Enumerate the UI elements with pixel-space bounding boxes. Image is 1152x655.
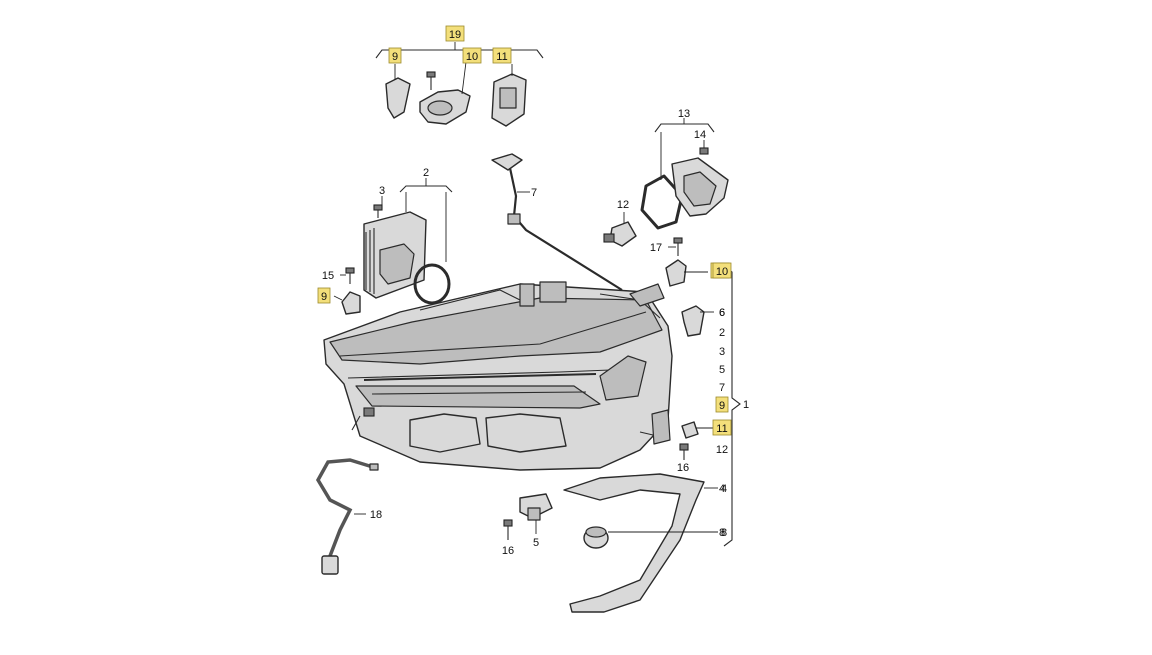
screw-part xyxy=(426,71,436,90)
assembly-item-10: 8 xyxy=(719,527,725,539)
callout-c9-top-text: 9 xyxy=(392,51,398,63)
grommet-8-part xyxy=(583,526,718,549)
assembly-1-item-list: 10 6 2 3 5 7 9 11 12 4 8 xyxy=(712,262,732,539)
assembly-item-9-text: 4 xyxy=(719,483,725,495)
callout-c5-text: 5 xyxy=(533,537,539,549)
callout-c11-top-highlight xyxy=(492,47,512,64)
callout-c7: 7 xyxy=(531,187,537,199)
assembly-1-bracket xyxy=(723,265,741,547)
callout-c10-top-highlight xyxy=(462,47,482,64)
assembly-item-7-text: 11 xyxy=(716,423,727,435)
callout-c13: 13 xyxy=(678,108,690,120)
assembly-item-7-highlight xyxy=(712,419,732,436)
assembly-item-9: 4 xyxy=(719,483,725,495)
callout-c9-left: 9 xyxy=(317,287,331,304)
assembly-item-0: 10 xyxy=(712,262,732,279)
headlight-housing-part xyxy=(323,281,673,471)
assembly-item-3: 3 xyxy=(719,346,725,358)
cap-6-part xyxy=(681,305,714,337)
screw-15-part xyxy=(340,267,355,284)
assembly-item-3-text: 3 xyxy=(719,346,725,358)
callout-c12-text: 12 xyxy=(617,199,629,211)
callout-c13-text: 13 xyxy=(678,108,690,120)
callout-c19-top: 19 xyxy=(445,25,465,42)
screw-16-right-part xyxy=(679,443,689,460)
callout-c5: 5 xyxy=(533,537,539,549)
callout-c9-top-highlight xyxy=(388,47,402,64)
callout-c11-top: 11 xyxy=(492,47,512,64)
callout-c4-text: 4 xyxy=(721,483,727,495)
callout-c8-text: 8 xyxy=(721,527,727,539)
screw-17-part xyxy=(668,237,683,256)
callout-c15-text: 15 xyxy=(322,270,334,282)
callout-c16-right: 16 xyxy=(677,462,689,474)
callout-c2-text: 2 xyxy=(423,167,429,179)
assembly-item-4: 5 xyxy=(719,364,725,376)
callout-c10-top: 10 xyxy=(462,47,482,64)
callout-c3-text: 3 xyxy=(379,185,385,197)
callout-c9-top: 9 xyxy=(388,47,402,64)
assembly-item-4-text: 5 xyxy=(719,364,725,376)
callout-c16-right-text: 16 xyxy=(677,462,689,474)
callout-c6-text: 6 xyxy=(719,307,725,319)
bracket-10-right-part xyxy=(665,259,708,287)
seal-ring-2-part xyxy=(413,263,451,305)
bracket-9-left-part xyxy=(333,291,361,315)
callout-c9-left-highlight xyxy=(317,287,331,304)
assembly-item-7: 11 xyxy=(712,419,732,436)
assembly-item-6-text: 9 xyxy=(719,400,725,412)
callout-c14: 14 xyxy=(694,129,706,141)
callout-c14-text: 14 xyxy=(694,129,706,141)
cable-18-part xyxy=(315,458,379,575)
bracket-9-part xyxy=(385,77,411,119)
callout-c1: 1 xyxy=(743,399,749,411)
bulb-12-part xyxy=(603,212,637,247)
assembly-item-8-text: 12 xyxy=(716,444,728,456)
assembly-item-1-text: 6 xyxy=(719,307,725,319)
seal-ring-part xyxy=(640,174,684,230)
clip-11-right-part xyxy=(681,421,714,439)
callout-c18: 18 xyxy=(370,509,382,521)
callout-c4: 4 xyxy=(721,483,727,495)
assembly-item-8: 12 xyxy=(716,444,728,456)
assembly-item-6-highlight xyxy=(715,396,729,413)
screw-16-bottom-part xyxy=(503,519,513,540)
callout-c19-top-text: 19 xyxy=(449,29,461,41)
repair-kit-19 xyxy=(375,42,544,127)
assembly-item-2: 2 xyxy=(719,327,725,339)
callout-c3: 3 xyxy=(379,185,385,197)
callout-c10-top-text: 10 xyxy=(466,51,478,63)
holder-5-part xyxy=(519,493,553,534)
assembly-item-0-highlight xyxy=(712,262,732,279)
callout-c1-text: 1 xyxy=(743,399,749,411)
assembly-item-10-text: 8 xyxy=(719,527,725,539)
callout-c7-text: 7 xyxy=(531,187,537,199)
trim-strip-4-part xyxy=(563,473,718,613)
assembly-item-5-text: 7 xyxy=(719,382,725,394)
callout-c11-top-text: 11 xyxy=(496,51,507,63)
assembly-item-5: 7 xyxy=(719,382,725,394)
level-sensor-7 xyxy=(491,153,623,291)
screw-3-part xyxy=(373,204,383,218)
callout-c8: 8 xyxy=(721,527,727,539)
assembly-item-6: 9 xyxy=(715,396,729,413)
assembly-item-1: 6 xyxy=(719,307,725,319)
callout-c15: 15 xyxy=(322,270,334,282)
callout-c19-top-highlight xyxy=(445,25,465,42)
cover-cap-group-13 xyxy=(640,118,729,230)
callout-c18-text: 18 xyxy=(370,509,382,521)
callout-c12: 12 xyxy=(617,199,629,211)
control-module-group-2 xyxy=(363,178,453,305)
callout-c6: 6 xyxy=(719,307,725,319)
callout-c9-left-text: 9 xyxy=(321,291,327,303)
assembly-item-0-text: 10 xyxy=(716,266,728,278)
callout-c17-text: 17 xyxy=(650,242,662,254)
callout-c16-bottom: 16 xyxy=(502,545,514,557)
callout-c2: 2 xyxy=(423,167,429,179)
callout-c17: 17 xyxy=(650,242,662,254)
callout-c16-bottom-text: 16 xyxy=(502,545,514,557)
assembly-item-2-text: 2 xyxy=(719,327,725,339)
